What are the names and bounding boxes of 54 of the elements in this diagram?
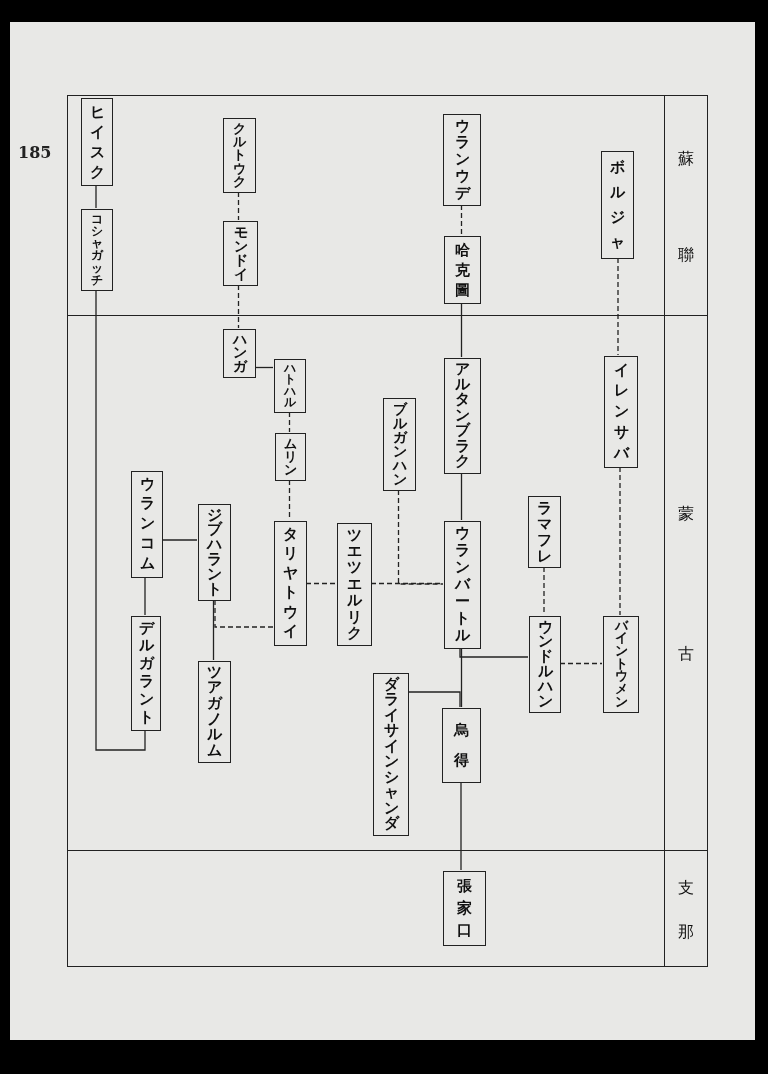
- place-box: ヒイスク: [81, 98, 113, 186]
- place-box: ウランコム: [131, 471, 163, 578]
- place-box: ハンガ: [223, 329, 256, 378]
- place-box: ジブハラント: [198, 504, 231, 601]
- route-line: [95, 289, 146, 751]
- place-box: クルトウク: [223, 118, 256, 193]
- place-box: ツエツエルリク: [337, 523, 372, 646]
- route-line: [305, 582, 337, 585]
- page-number: 185: [18, 143, 52, 162]
- route-line: [237, 191, 240, 221]
- route-line: [460, 781, 462, 871]
- map-band: [67, 850, 708, 967]
- place-box: イレンサバ: [604, 356, 638, 468]
- place-box: ラマフレ: [528, 496, 561, 568]
- route-line: [237, 284, 240, 329]
- place-box: タリヤトウイ: [274, 521, 307, 646]
- route-line: [459, 647, 529, 658]
- route-line: [161, 539, 198, 541]
- route-line: [95, 184, 97, 209]
- map-band: [67, 315, 708, 851]
- place-box: 哈克圖: [444, 236, 481, 304]
- place-box: ウンドルハン: [529, 616, 561, 713]
- place-box: ハトハル: [274, 359, 306, 413]
- place-box: デルガラント: [131, 616, 161, 731]
- route-line: [460, 472, 463, 521]
- route-line: [559, 662, 603, 665]
- route-line: [460, 647, 463, 708]
- place-box: 烏得: [442, 708, 481, 783]
- place-box: アルタンブラク: [444, 358, 481, 474]
- place-box: ムリン: [275, 433, 306, 481]
- route-line: [460, 204, 463, 236]
- place-box: 張家口: [443, 871, 486, 946]
- place-box: ダライサインシャンダ: [373, 673, 409, 836]
- route-line: [407, 691, 461, 708]
- place-box: ボルジャ: [601, 151, 634, 259]
- region-label: 蘇聯: [664, 96, 707, 315]
- route-line: [144, 576, 146, 616]
- place-box: モンドイ: [223, 221, 258, 286]
- region-label: 蒙古: [664, 316, 707, 850]
- place-box: ブルガンハン: [383, 398, 416, 491]
- route-line: [617, 257, 619, 356]
- route-line: [288, 411, 291, 433]
- route-line: [212, 599, 215, 661]
- region-label: 支那: [664, 851, 707, 966]
- place-box: ツアガノルム: [198, 661, 231, 763]
- place-box: バイントウメン: [603, 616, 639, 713]
- route-line: [397, 489, 444, 585]
- map-band: [67, 95, 708, 316]
- route-line: [460, 302, 463, 358]
- route-line: [619, 466, 621, 616]
- place-box: ウランウデ: [443, 114, 481, 206]
- place-box: ウランバートル: [444, 521, 481, 649]
- route-line: [214, 599, 274, 628]
- place-box: コシャガッチ: [81, 209, 113, 291]
